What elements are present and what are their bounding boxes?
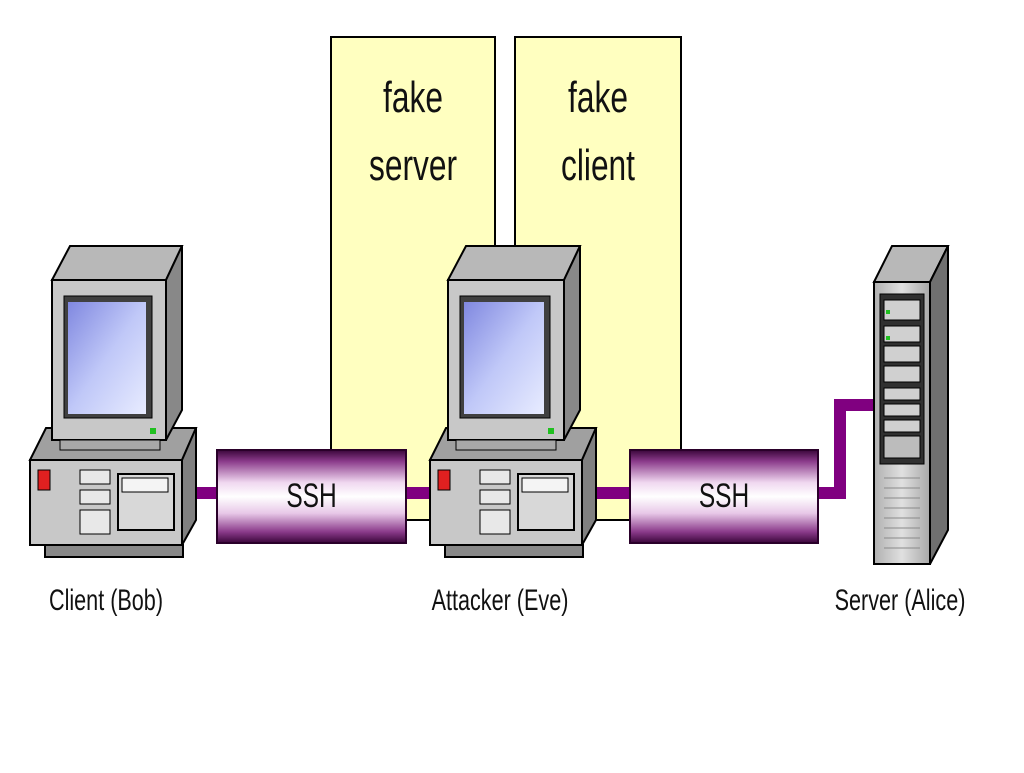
client-computer-icon <box>28 245 198 558</box>
ssh-tunnel-right <box>629 449 819 544</box>
ssh-tunnel-left-label: SSH <box>286 477 337 515</box>
attacker-label: Attacker (Eve) <box>431 584 569 617</box>
server-label: Server (Alice) <box>834 584 966 617</box>
fake-server-label: fake server <box>368 73 458 190</box>
ssh-tunnel-right-label: SSH <box>698 477 750 515</box>
server-tower-icon <box>872 245 950 565</box>
attacker-computer-icon <box>428 245 598 558</box>
client-label: Client (Bob) <box>48 584 164 617</box>
fake-client-label: fake client <box>561 73 635 190</box>
ssh-tunnel-left <box>216 449 407 544</box>
